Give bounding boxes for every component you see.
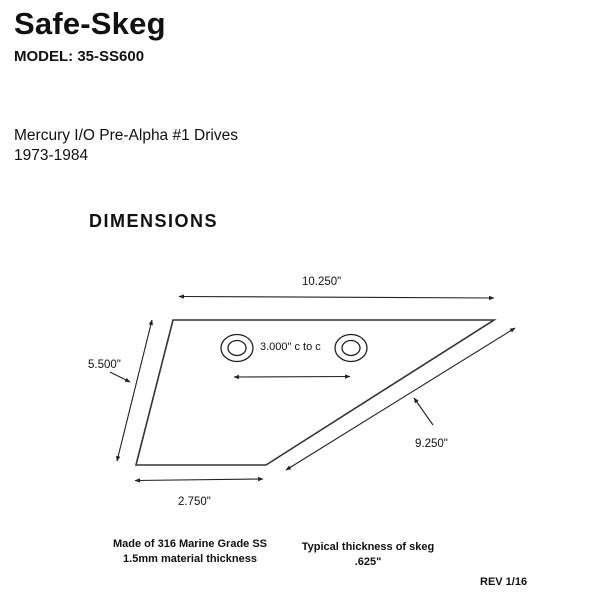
skeg-thickness-value: .625" [354,556,382,568]
dimension-arrow-front-height [116,319,153,462]
label-bottom-length: 2.750" [178,496,211,508]
leader-arrow-diagonal-length [413,397,434,426]
dimension-arrow-top-length [178,294,495,301]
skeg-thickness-note: Typical thickness of skeg .625" [298,540,438,570]
mounting-hole-right [334,333,368,363]
label-diagonal-length: 9.250" [415,438,448,450]
product-title: Safe-Skeg [14,6,166,41]
dimension-arrow-hole-spacing [233,374,351,380]
mounting-hole-left [220,333,254,363]
label-hole-spacing: 3.000" c to c [260,341,321,353]
material-thickness: 1.5mm material thickness [123,553,257,565]
leader-arrow-front-height [109,371,131,383]
dimension-arrow-diagonal-length [285,327,516,471]
revision-label: REV 1/16 [480,576,528,588]
section-title-dimensions: DIMENSIONS [89,211,219,231]
model-number: MODEL: 35-SS600 [14,48,145,65]
material-note: Made of 316 Marine Grade SS 1.5mm materi… [105,537,275,567]
application-years: 1973-1984 [14,147,89,164]
label-top-length: 10.250" [302,276,342,288]
application-info: Mercury I/O Pre-Alpha #1 Drives 1973-198… [14,126,238,166]
material-grade: Made of 316 Marine Grade SS [112,538,268,550]
skeg-thickness-label: Typical thickness of skeg [301,541,435,553]
dimension-arrow-bottom-length [134,476,264,483]
application-drives: Mercury I/O Pre-Alpha #1 Drives [14,127,238,144]
label-front-height: 5.500" [88,359,121,371]
